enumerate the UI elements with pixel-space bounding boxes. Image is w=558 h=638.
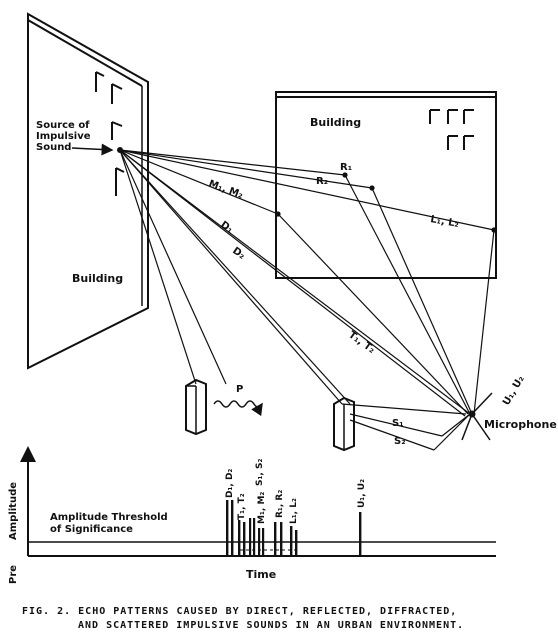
t1t2-label: T₁, T₂ bbox=[346, 330, 376, 356]
scattering-object-left bbox=[185, 378, 207, 436]
spike-s1 bbox=[274, 522, 277, 556]
spike-label-u1u2: U₁, U₂ bbox=[357, 479, 367, 508]
spike-label-d1d2: D₁, D₂ bbox=[225, 469, 235, 498]
amplitude-axis-label: Amplitude bbox=[8, 482, 19, 540]
spike-label-t1t2: T₁, T₂ bbox=[237, 493, 247, 520]
s2-label: S₂ bbox=[394, 436, 406, 447]
source-arrow bbox=[71, 143, 114, 156]
scattering-object-right bbox=[333, 396, 355, 452]
time-axis-label: Time bbox=[246, 568, 276, 581]
spike-t2 bbox=[243, 522, 246, 556]
u1u2-label: U₁, U₂ bbox=[501, 374, 527, 407]
spike-label-s1s2: S₁, S₂ bbox=[255, 459, 265, 486]
spike-label-m1m2: M₁, M₂ bbox=[257, 492, 267, 524]
s1-label: S₁ bbox=[392, 418, 404, 429]
figure-caption-line2: AND SCATTERED IMPULSIVE SOUNDS IN AN URB… bbox=[78, 620, 464, 631]
spike-u1u2 bbox=[359, 512, 362, 556]
microphone-label: Microphone bbox=[484, 418, 557, 431]
p-label: P bbox=[236, 384, 243, 395]
left-building-label: Building bbox=[72, 272, 123, 285]
left-building bbox=[27, 12, 149, 370]
right-building bbox=[275, 91, 497, 279]
spike-l1 bbox=[290, 526, 293, 556]
r1-label: R₁ bbox=[340, 162, 352, 173]
spike-s2 bbox=[280, 522, 283, 556]
amplitude-graph: Amplitude Pre Time Amplitude Threshold o… bbox=[8, 446, 496, 584]
spike-d1 bbox=[226, 500, 229, 556]
spike-label-r1r2: R₁, R₂ bbox=[275, 490, 285, 518]
threshold-label-1: Amplitude Threshold bbox=[50, 512, 168, 523]
m1m2-label: M₁, M₂ bbox=[207, 178, 245, 201]
source-label-3: Sound bbox=[36, 142, 71, 153]
d1-label: D₁ bbox=[218, 219, 235, 235]
spike-label-l1l2: L₁, L₂ bbox=[289, 498, 299, 524]
l1l2-label: L₁, L₂ bbox=[429, 214, 459, 230]
sound-paths bbox=[119, 149, 495, 451]
arrival-spikes bbox=[226, 500, 362, 556]
wavy-arrow-icon bbox=[213, 400, 263, 417]
source-label-1: Source of bbox=[36, 120, 90, 131]
spike-r2 bbox=[253, 518, 256, 556]
spike-d2 bbox=[231, 500, 234, 556]
figure-caption-line1: FIG. 2. ECHO PATTERNS CAUSED BY DIRECT, … bbox=[22, 606, 457, 617]
right-building-label: Building bbox=[310, 116, 361, 129]
microphone-icon bbox=[461, 392, 493, 441]
r2-label: R₂ bbox=[316, 176, 328, 187]
source-label-2: Impulsive bbox=[36, 131, 91, 142]
spike-t1 bbox=[238, 520, 241, 556]
spike-m1 bbox=[258, 528, 261, 556]
spike-r1 bbox=[249, 518, 252, 556]
threshold-label-2: of Significance bbox=[50, 524, 133, 535]
sound-source-point bbox=[117, 147, 123, 153]
pre-axis-label: Pre bbox=[8, 565, 19, 584]
spike-m2 bbox=[262, 528, 265, 556]
d2-label: D₂ bbox=[230, 245, 247, 261]
reflection-points bbox=[117, 147, 497, 233]
spike-l2 bbox=[295, 530, 298, 556]
